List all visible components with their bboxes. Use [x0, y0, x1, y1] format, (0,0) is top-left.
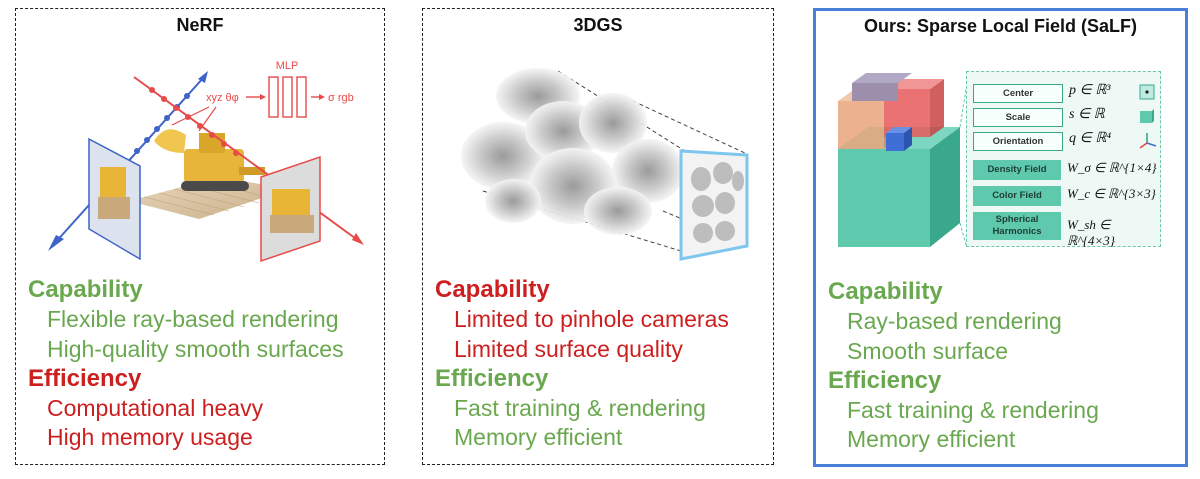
center-cube-icon: [1139, 84, 1155, 100]
nerf-efficiency-item-1: Computational heavy: [47, 395, 264, 421]
gs-capability-item-2: Limited surface quality: [454, 336, 683, 362]
param-expr-scale: s ∈ ℝ: [1069, 107, 1105, 122]
gs-capability-item-1: Limited to pinhole cameras: [454, 306, 729, 332]
nerf-efficiency-heading: Efficiency: [28, 365, 142, 392]
param-label-orientation: Orientation: [973, 132, 1063, 151]
param-label-spherical-harmonics: Spherical Harmonics: [973, 212, 1061, 240]
axes-icon: [1139, 133, 1157, 149]
mlp-layers-icon: [268, 76, 307, 118]
param-expr-center: p ∈ ℝ³: [1069, 83, 1111, 98]
salf-efficiency-item-2: Memory efficient: [847, 426, 1016, 452]
param-expr-density-field: W_σ ∈ ℝ^{1×4}: [1067, 160, 1157, 175]
nerf-title: NeRF: [176, 15, 224, 35]
salf-capability-item-1: Ray-based rendering: [847, 308, 1062, 334]
red-ray: [133, 76, 360, 242]
param-label-color-field: Color Field: [973, 186, 1061, 206]
gs-panel: 3DGS: [422, 8, 774, 465]
gs-efficiency-item-1: Fast training & rendering: [454, 395, 706, 421]
salf-title: Ours: Sparse Local Field (SaLF): [863, 16, 1138, 36]
salf-capability-item-2: Smooth surface: [847, 338, 1009, 364]
nerf-panel: NeRF: [15, 8, 385, 465]
param-expr-color-field: W_c ∈ ℝ^{3×3}: [1067, 186, 1156, 201]
gs-efficiency-heading: Efficiency: [435, 365, 549, 392]
param-label-density-field: Density Field: [973, 160, 1061, 180]
salf-panel: Ours: Sparse Local Field (SaLF): [813, 8, 1188, 467]
gs-efficiency-item-2: Memory efficient: [454, 424, 623, 450]
mlp-output-label: σ rgb: [328, 92, 354, 104]
nerf-capability-item-1: Flexible ray-based rendering: [47, 306, 339, 332]
nerf-capability-heading: Capability: [28, 276, 143, 303]
nerf-efficiency-item-2: High memory usage: [47, 424, 253, 450]
salf-efficiency-heading: Efficiency: [828, 367, 942, 394]
nerf-capability-item-2: High-quality smooth surfaces: [47, 336, 344, 362]
voxel-parameter-card: Center p ∈ ℝ³ Scale s ∈ ℝ Orientation q …: [966, 71, 1161, 248]
nerf-illustration: xyz θφ MLP σ rgb: [48, 60, 364, 263]
salf-capability-heading: Capability: [828, 278, 943, 305]
param-label-scale: Scale: [973, 108, 1063, 127]
right-image-plane: [260, 155, 321, 263]
gaussian-blobs: [461, 68, 684, 235]
mlp-input-label: xyz θφ: [206, 92, 239, 104]
gaussian-illustration: [461, 68, 749, 261]
gs-capability-heading: Capability: [435, 276, 550, 303]
left-image-plane: [88, 137, 141, 261]
voxel-cube-illustration: [838, 73, 966, 247]
scale-cube-icon: [1140, 109, 1154, 123]
sub-voxel-cubes: [838, 73, 944, 149]
blue-voxel-cube: [886, 127, 912, 151]
gaussian-image-plane: [679, 149, 749, 261]
mlp-label: MLP: [276, 60, 299, 72]
param-expr-orientation: q ∈ ℝ⁴: [1069, 131, 1112, 146]
salf-efficiency-item-1: Fast training & rendering: [847, 397, 1099, 423]
gs-title: 3DGS: [573, 15, 623, 35]
param-expr-spherical-harmonics: W_sh ∈ ℝ^{4×3}: [1067, 217, 1115, 248]
param-label-center: Center: [973, 84, 1063, 103]
